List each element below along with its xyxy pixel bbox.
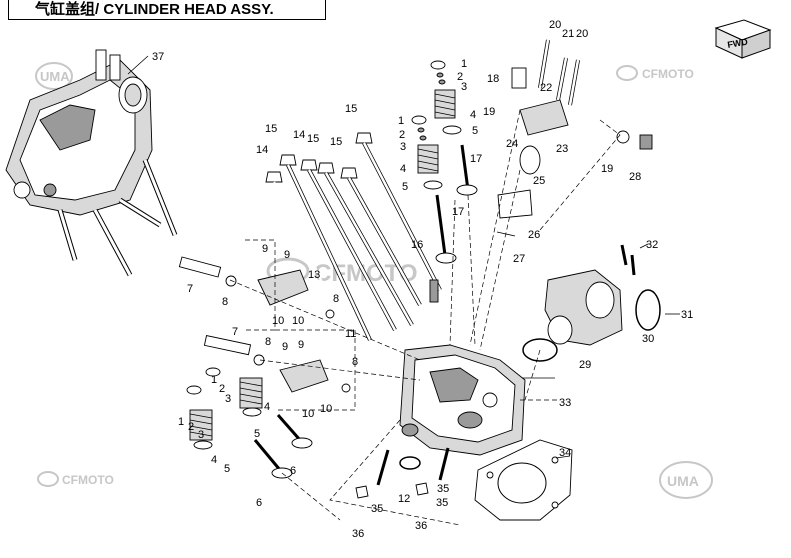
callout-1: 1	[461, 58, 467, 70]
callout-8a: 8	[222, 296, 228, 308]
callout-leaders	[127, 55, 680, 459]
callout-6b: 6	[256, 497, 262, 509]
callout-15c: 15	[307, 133, 319, 145]
callout-7b: 7	[232, 326, 238, 338]
callout-numbers: 37 1 2 3 4 5 17 1 2 3 4 5 17 16 15 15 14…	[152, 19, 693, 540]
callout-36b: 36	[415, 520, 427, 532]
callout-10a: 10	[272, 315, 284, 327]
callout-9b: 9	[284, 249, 290, 261]
callout-5d: 5	[224, 463, 230, 475]
cylinder-head-main	[399, 344, 526, 456]
uma-text-top: UMA	[40, 69, 70, 84]
callout-19a: 19	[483, 106, 495, 118]
callout-33: 33	[559, 397, 571, 409]
callout-16: 16	[411, 239, 423, 251]
callout-15a: 15	[345, 103, 357, 115]
callout-27: 27	[513, 253, 525, 265]
callout-17: 17	[470, 153, 482, 165]
callout-14b: 14	[256, 144, 268, 156]
callout-3: 3	[461, 81, 467, 93]
callout-4: 4	[470, 109, 476, 121]
callout-1b: 1	[398, 115, 404, 127]
callout-9d: 9	[298, 339, 304, 351]
diagram-title: 气缸盖组/ CYLINDER HEAD ASSY.	[8, 0, 326, 20]
callout-3b: 3	[400, 141, 406, 153]
callout-31: 31	[681, 309, 693, 321]
callout-15b: 15	[265, 123, 277, 135]
callout-2c: 2	[219, 383, 225, 395]
callout-4d: 4	[211, 454, 217, 466]
callout-32: 32	[646, 239, 658, 251]
water-outlet-housing	[522, 244, 661, 362]
callout-8b: 8	[333, 293, 339, 305]
callout-36a: 36	[352, 528, 364, 540]
thermostat-parts	[496, 39, 653, 237]
upper-valve-train	[411, 60, 478, 303]
callout-23: 23	[556, 143, 568, 155]
callout-30: 30	[642, 333, 654, 345]
callout-2: 2	[457, 71, 463, 83]
callout-22: 22	[540, 82, 552, 94]
uma-watermark-top: UMA	[35, 62, 73, 90]
callout-8c: 8	[265, 336, 271, 348]
uma-watermark-bottom-right: UMA	[659, 461, 713, 499]
callout-6a: 6	[290, 465, 296, 477]
callout-3d: 3	[198, 429, 204, 441]
callout-9a: 9	[262, 243, 268, 255]
callout-5c: 5	[254, 428, 260, 440]
callout-21: 21	[562, 28, 574, 40]
callout-26: 26	[528, 229, 540, 241]
callout-4b: 4	[400, 163, 406, 175]
callout-9c: 9	[282, 341, 288, 353]
cfmoto-watermark-bottom-left: CFMOTO	[37, 471, 114, 487]
callout-4c: 4	[264, 401, 270, 413]
fwd-label: FWD	[727, 36, 749, 49]
dashed-leaders	[229, 109, 621, 526]
callout-10c: 10	[302, 408, 314, 420]
callout-35c: 35	[436, 497, 448, 509]
callout-11: 11	[345, 328, 356, 340]
callout-2d: 2	[188, 421, 194, 433]
callout-18: 18	[487, 73, 499, 85]
callout-1d: 1	[178, 416, 184, 428]
assembled-cylinder-head-illustration	[5, 49, 178, 277]
callout-34: 34	[559, 447, 571, 459]
callout-1c: 1	[211, 374, 217, 386]
cfmoto-text-bottom-left: CFMOTO	[62, 473, 114, 487]
fwd-arrow-icon: FWD	[714, 19, 772, 59]
cfmoto-watermark-top-right: CFMOTO	[616, 65, 694, 81]
lower-valve-train	[178, 256, 351, 479]
head-bolts-14-15	[265, 132, 442, 346]
callout-29: 29	[579, 359, 591, 371]
callout-17b: 17	[452, 206, 464, 218]
callout-12: 12	[398, 493, 410, 505]
callout-35a: 35	[371, 503, 383, 515]
callout-24: 24	[506, 138, 518, 150]
callout-15d: 15	[330, 136, 342, 148]
uma-text-bottom-right: UMA	[667, 473, 699, 489]
callout-2b: 2	[399, 129, 405, 141]
callout-13: 13	[308, 269, 320, 281]
callout-10b: 10	[292, 315, 304, 327]
callout-35b: 35	[437, 483, 449, 495]
studs-and-nuts	[355, 447, 450, 499]
callout-3c: 3	[225, 393, 231, 405]
callout-20b: 20	[576, 28, 588, 40]
callout-5: 5	[472, 125, 478, 137]
callout-7a: 7	[187, 283, 193, 295]
callout-19b: 19	[601, 163, 613, 175]
callout-37: 37	[152, 51, 164, 63]
callout-5b: 5	[402, 181, 408, 193]
callout-14a: 14	[293, 129, 305, 141]
callout-25: 25	[533, 175, 545, 187]
head-gasket	[474, 439, 573, 521]
callout-20a: 20	[549, 19, 561, 31]
callout-10d: 10	[320, 403, 332, 415]
callout-28: 28	[629, 171, 641, 183]
cfmoto-text-top-right: CFMOTO	[642, 67, 694, 81]
callout-8d: 8	[352, 356, 358, 368]
